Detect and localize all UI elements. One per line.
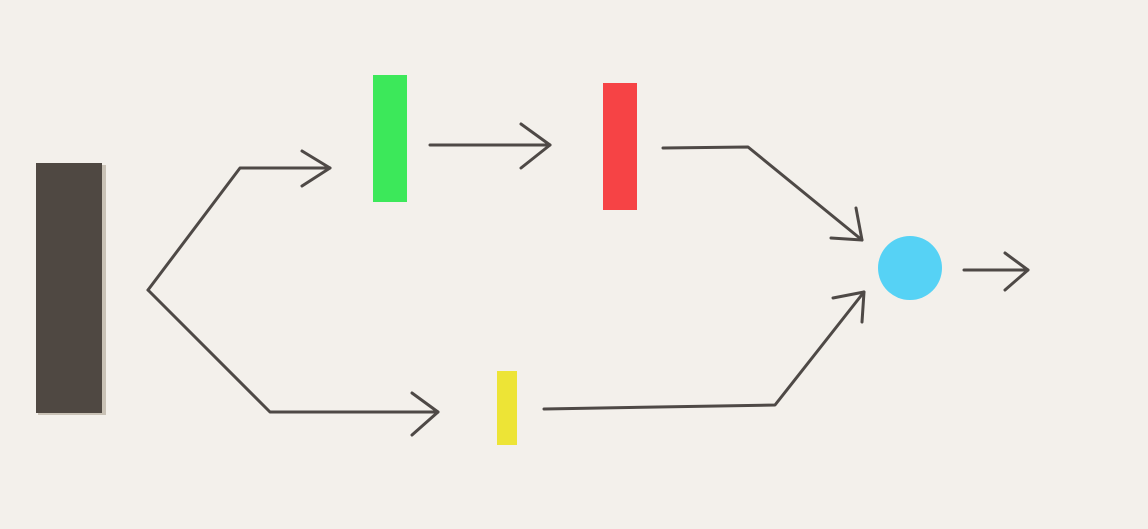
yellow-block: [497, 371, 517, 445]
edge-red-to-merge-arrowhead: [829, 206, 864, 242]
edge-yellow-to-merge-arrowhead: [831, 290, 866, 324]
edge-merge-to-output-arrowhead: [1003, 251, 1030, 292]
source-block: [36, 163, 102, 413]
edge-yellow-to-merge: [542, 290, 866, 411]
edge-red-to-merge: [661, 145, 864, 242]
red-block: [603, 83, 637, 210]
edge-source-to-yellow-arrowhead: [410, 391, 440, 437]
edge-source-to-green-arrowhead: [300, 149, 332, 188]
nodes-group: [36, 75, 942, 445]
edge-source-to-yellow: [146, 288, 440, 414]
edge-green-to-red-arrowhead: [519, 122, 552, 170]
merge-circle: [878, 236, 942, 300]
green-block: [373, 75, 407, 202]
edge-source-to-green: [146, 166, 332, 292]
edges-group: [146, 122, 1030, 437]
